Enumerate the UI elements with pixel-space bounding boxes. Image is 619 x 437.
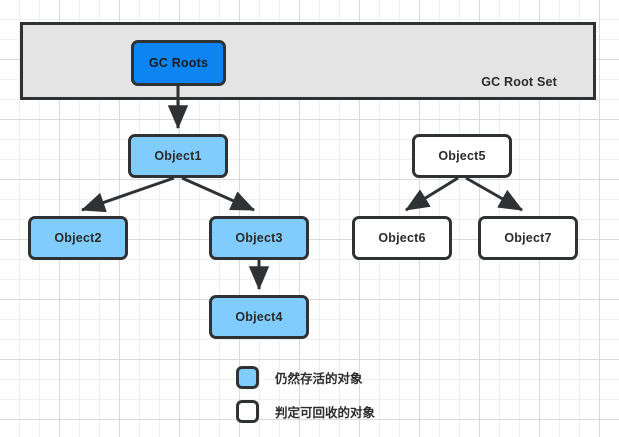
node-object1[interactable]: Object1: [128, 134, 228, 178]
node-object7[interactable]: Object7: [478, 216, 578, 260]
legend-item-alive: 仍然存活的对象: [236, 366, 363, 389]
node-object2[interactable]: Object2: [28, 216, 128, 260]
gc-root-set-box: GC Root Set: [20, 22, 596, 100]
edge-object5-object7: [465, 176, 524, 212]
node-gcroots[interactable]: GC Roots: [131, 40, 226, 86]
node-label: Object4: [235, 310, 283, 324]
node-label: Object6: [378, 231, 426, 245]
node-label: Object3: [235, 231, 283, 245]
node-object5[interactable]: Object5: [412, 134, 512, 178]
node-object3[interactable]: Object3: [209, 216, 309, 260]
edge-object1-object2: [80, 176, 175, 213]
legend-swatch-dead: [236, 400, 259, 423]
legend-label-alive: 仍然存活的对象: [275, 372, 363, 386]
node-label: Object1: [154, 149, 202, 163]
gc-root-set-label: GC Root Set: [481, 75, 557, 89]
legend-item-dead: 判定可回收的对象: [236, 400, 375, 423]
node-object4[interactable]: Object4: [209, 295, 309, 339]
node-label: Object2: [54, 231, 102, 245]
node-label: Object5: [438, 149, 486, 163]
node-label: Object7: [504, 231, 552, 245]
edge-object5-object6: [404, 176, 459, 212]
edge-object1-object3: [181, 176, 256, 212]
legend-label-dead: 判定可回收的对象: [275, 406, 376, 420]
node-object6[interactable]: Object6: [352, 216, 452, 260]
node-label: GC Roots: [148, 56, 209, 70]
legend-swatch-alive: [236, 366, 259, 389]
